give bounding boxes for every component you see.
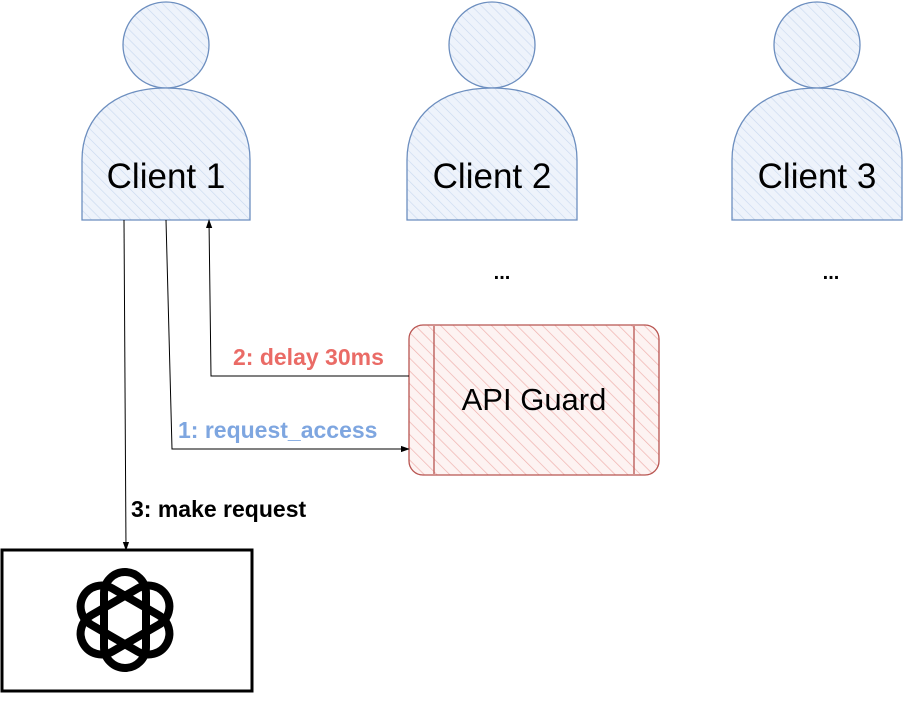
client-2-ellipsis: ... [494,262,511,284]
client-3-head [773,1,861,89]
api-guard-frame [408,324,660,476]
delay-arrow [205,219,409,377]
client-2-body [406,87,578,221]
client-3-ellipsis: ... [823,262,840,284]
client-1-actor[interactable]: Client 1 [81,1,251,221]
api-guard-label: API Guard [462,382,607,417]
delay-label: 2: delay 30ms [233,344,384,370]
client-3-body [731,87,903,221]
client-3-label: Client 3 [758,157,877,196]
client-1-head [122,1,210,89]
client-1-label: Client 1 [107,157,226,196]
client-1-body [81,87,251,221]
client-2-actor[interactable]: Client 2 [406,1,578,221]
client-2-label: Client 2 [433,157,552,196]
request-access-label: 1: request_access [178,417,377,443]
openai-service-box[interactable] [0,548,254,693]
client-3-actor[interactable]: Client 3 [731,1,903,221]
api-guard-box[interactable]: API Guard [408,324,660,476]
make-request-label: 3: make request [131,496,306,522]
make-request-arrow [122,219,130,551]
request-access-arrow [165,219,410,453]
openai-logo-icon [76,568,174,672]
client-2-head [448,1,536,89]
